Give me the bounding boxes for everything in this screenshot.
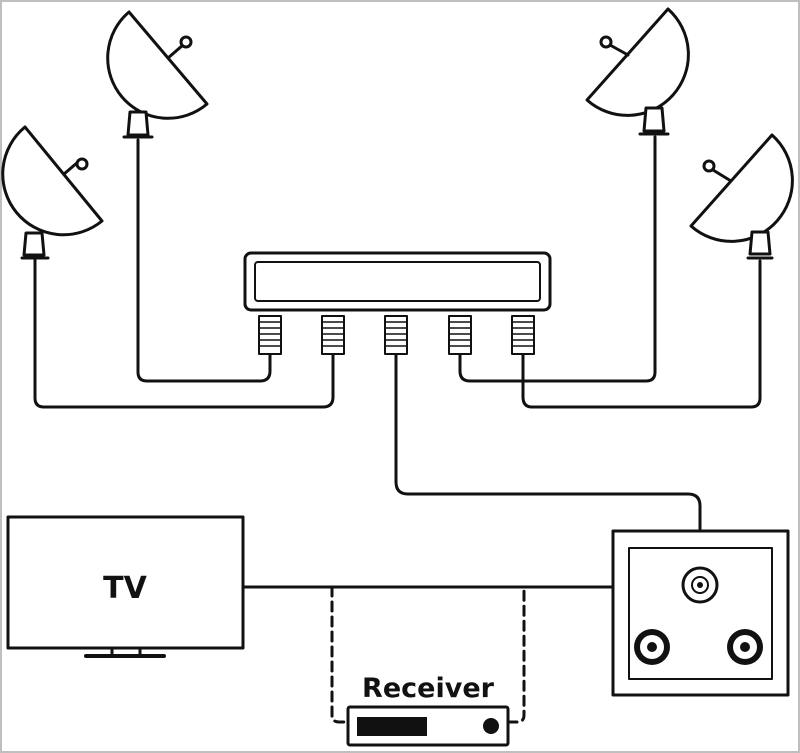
cable-port3-to-wall-outlet xyxy=(394,353,702,531)
switch-port-3 xyxy=(384,315,408,355)
satellite-dish-1 xyxy=(1,125,104,260)
outlet-socket-satellite xyxy=(681,566,719,604)
receiver-label: Receiver xyxy=(362,673,495,704)
satellite-dish-2 xyxy=(106,10,209,139)
tv-set xyxy=(6,515,245,658)
switch-port-4 xyxy=(448,315,472,355)
tv-label: TV xyxy=(103,571,147,606)
switch-port-5 xyxy=(511,315,535,355)
receiver-box xyxy=(346,705,510,747)
switch-port-1 xyxy=(258,315,282,355)
satellite-dish-4 xyxy=(689,133,794,260)
wall-outlet xyxy=(611,529,790,697)
satellite-dish-3 xyxy=(585,7,690,136)
outlet-socket-radio xyxy=(727,629,763,665)
cable-dish1-to-port2 xyxy=(33,258,335,409)
cable-dish2-to-port1 xyxy=(136,138,272,383)
receiver-dashed-loop xyxy=(330,585,526,724)
cable-dish4-to-port5 xyxy=(521,259,762,409)
switch-port-2 xyxy=(321,315,345,355)
diseqc-switch xyxy=(243,251,552,312)
cable-dish3-to-port4 xyxy=(458,135,657,383)
outlet-socket-tv xyxy=(634,629,670,665)
